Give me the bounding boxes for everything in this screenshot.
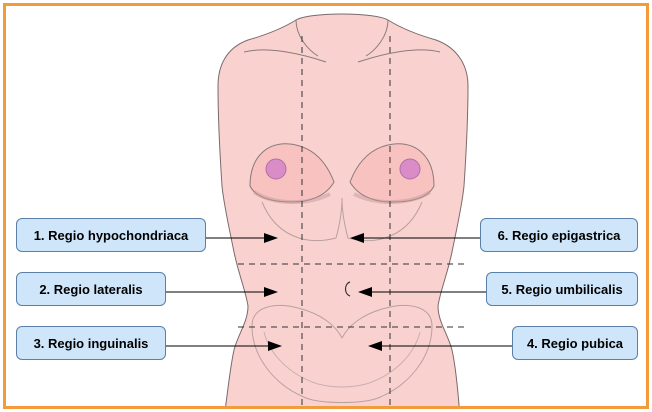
arrow-pubica bbox=[368, 341, 518, 351]
label-regio-inguinalis: 3. Regio inguinalis bbox=[16, 326, 166, 360]
arrow-hypochondriaca bbox=[206, 233, 278, 243]
label-regio-pubica: 4. Regio pubica bbox=[512, 326, 638, 360]
diagram-frame: 1. Regio hypochondriaca 2. Regio lateral… bbox=[3, 3, 649, 409]
torso-illustration bbox=[166, 13, 518, 406]
arrow-inguinalis bbox=[166, 341, 282, 351]
arrow-umbilicalis bbox=[358, 287, 492, 297]
navel-mark bbox=[344, 281, 351, 297]
label-regio-hypochondriaca: 1. Regio hypochondriaca bbox=[16, 218, 206, 252]
left-areola bbox=[265, 158, 287, 180]
label-regio-lateralis: 2. Regio lateralis bbox=[16, 272, 166, 306]
right-areola bbox=[399, 158, 421, 180]
label-regio-epigastrica: 6. Regio epigastrica bbox=[480, 218, 638, 252]
arrow-lateralis bbox=[166, 287, 278, 297]
label-regio-umbilicalis: 5. Regio umbilicalis bbox=[486, 272, 638, 306]
arrow-epigastrica bbox=[350, 233, 486, 243]
